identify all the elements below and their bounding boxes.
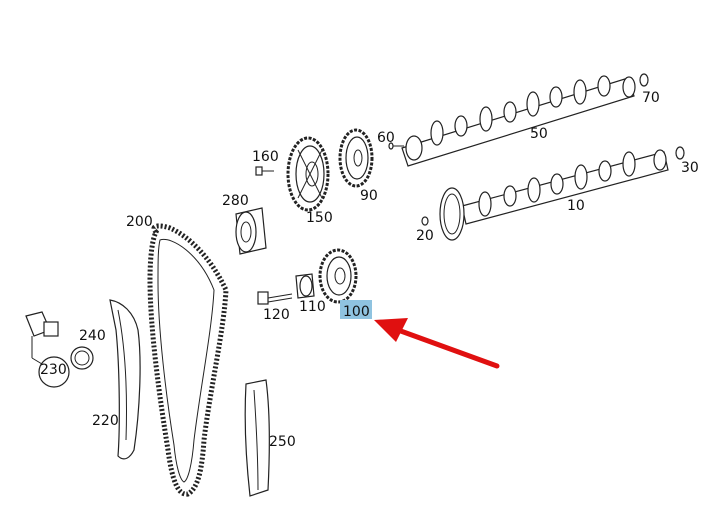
callout-250: 250: [269, 434, 296, 450]
plug-30: [675, 146, 685, 160]
pointer-arrow: [374, 318, 500, 369]
bolt-160: [255, 166, 274, 176]
bolt-120: [257, 291, 293, 305]
callout-30: 30: [681, 160, 699, 176]
guide-rail-220: [109, 299, 141, 460]
callout-20: 20: [416, 228, 434, 244]
seal-ring-240: [70, 346, 94, 370]
sprocket-90: [338, 128, 374, 188]
callout-110: 110: [299, 299, 326, 315]
callout-230: 230: [40, 362, 67, 378]
camshaft-10: [439, 149, 669, 241]
callout-highlight: [340, 300, 372, 319]
bushing-110: [295, 273, 315, 299]
callout-90: 90: [360, 188, 378, 204]
callout-150: 150: [306, 210, 333, 226]
callout-60: 60: [377, 130, 395, 146]
washer-20: [421, 216, 429, 226]
guide-rail-250: [244, 379, 270, 497]
camshaft-50: [401, 75, 636, 167]
timing-chain-200: [147, 223, 229, 497]
callout-50: 50: [530, 126, 548, 142]
callout-120: 120: [263, 307, 290, 323]
callout-280: 280: [222, 193, 249, 209]
callout-220: 220: [92, 413, 119, 429]
callout-200: 200: [126, 214, 153, 230]
sprocket-100: [318, 248, 358, 304]
callout-240: 240: [79, 328, 106, 344]
callout-100: 100: [343, 304, 370, 320]
plug-70: [639, 73, 649, 87]
tensioner-rail-280: [235, 207, 267, 255]
chain-tensioner-230: [25, 311, 70, 388]
callout-70: 70: [642, 90, 660, 106]
sprocket-150: [286, 136, 330, 212]
pin-60: [388, 142, 404, 150]
callout-10: 10: [567, 198, 585, 214]
callout-160: 160: [252, 149, 279, 165]
